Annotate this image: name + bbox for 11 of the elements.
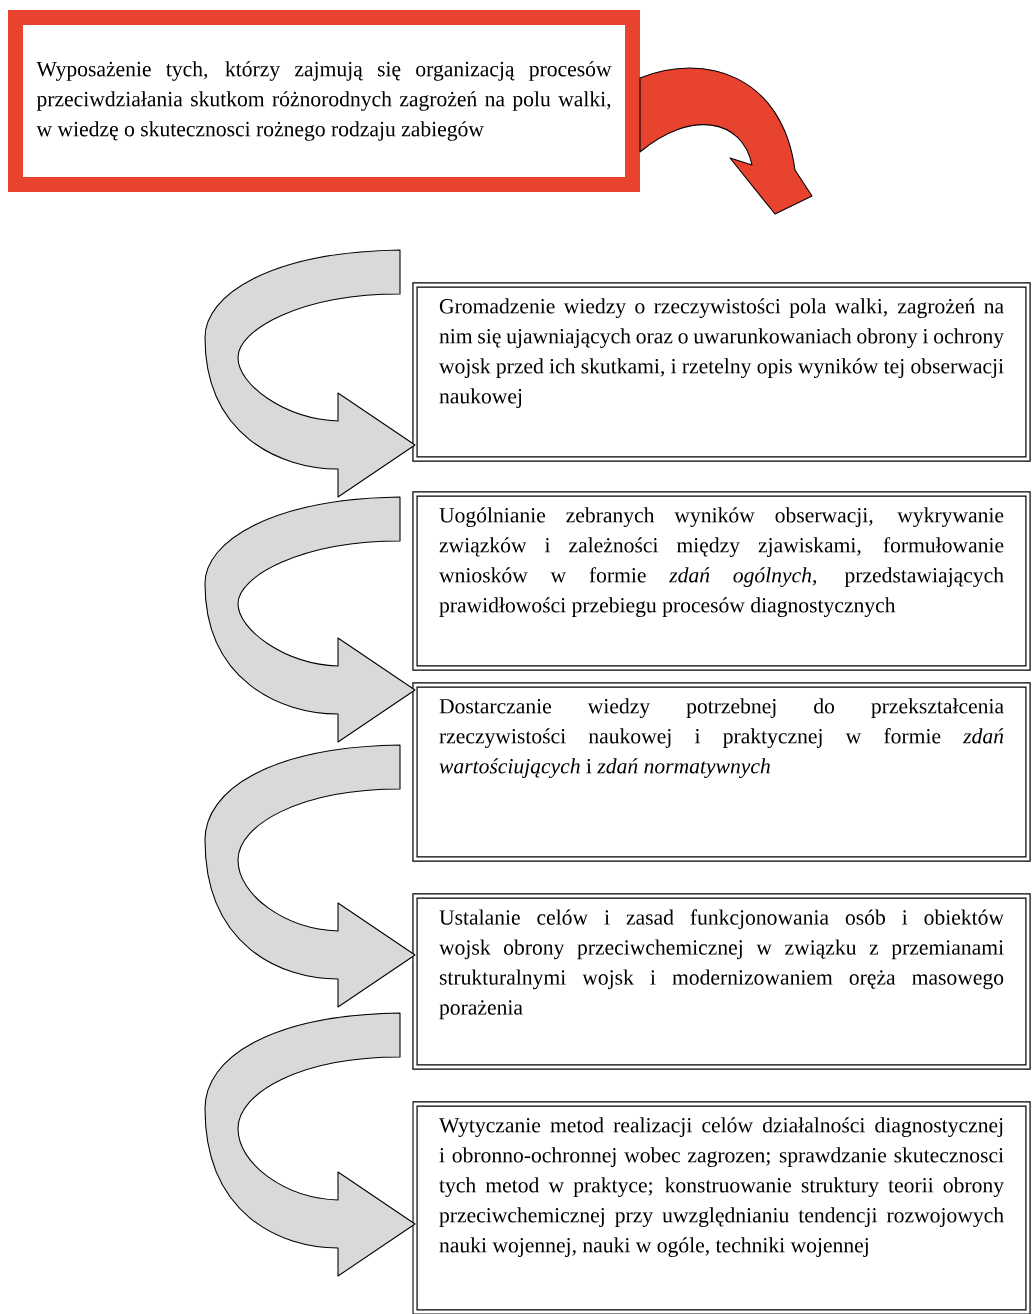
curved-arrow	[204, 1012, 416, 1277]
curved-arrow	[204, 249, 416, 498]
curved-arrow	[639, 67, 813, 215]
text-box: Wytyczanie metod realizacji celów działalności diagnostycznej i obronno-ochronnej wobec zagrozen; sprawdzanie skutecznosci tych metod w praktyce; konstruowanie struktury teorii obrony przeciwchemicznej przy uwzględnianiu tendencji rozwojowych nauki wojennej, nauki w ogóle, techniki wojennej	[412, 1101, 1031, 1314]
text-box: Ustalanie celów i zasad funkcjonowania osób i obiektów wojsk obrony przeciwchemicznej w związku z przemianami strukturalnymi wojsk i modernizowaniem oręża masowego porażenia	[412, 893, 1031, 1070]
text-box: Dostarczanie wiedzy potrzebnej do przekształcenia rzeczywistości naukowej i praktycznej w formie zdań wartościujących i zdań normatywnych	[412, 682, 1031, 862]
text-box: Gromadzenie wiedzy o rzeczywistości pola walki, zagrożeń na nim się ujawniających oraz o uwarunkowaniach obrony i ochrony wojsk przed ich skutkami, i rzetelny opis wyników tej obserwacji naukowej	[412, 282, 1031, 462]
curved-arrow	[204, 496, 416, 743]
text-box: Wyposażenie tych, którzy zajmują się organizacją procesów przeciwdziałania skutkom różnorodnych zagrożeń na polu walki, w wiedzę o skutecznosci rożnego rodzaju zabiegów	[8, 10, 640, 192]
text-box: Uogólnianie zebranych wyników obserwacji, wykrywanie związków i zależności między zjawiskami, formułowanie wniosków w formie zdań ogólnych, przedstawiających prawidłowości przebiegu procesów diagnostycznych	[412, 491, 1031, 671]
curved-arrow	[204, 744, 416, 1008]
